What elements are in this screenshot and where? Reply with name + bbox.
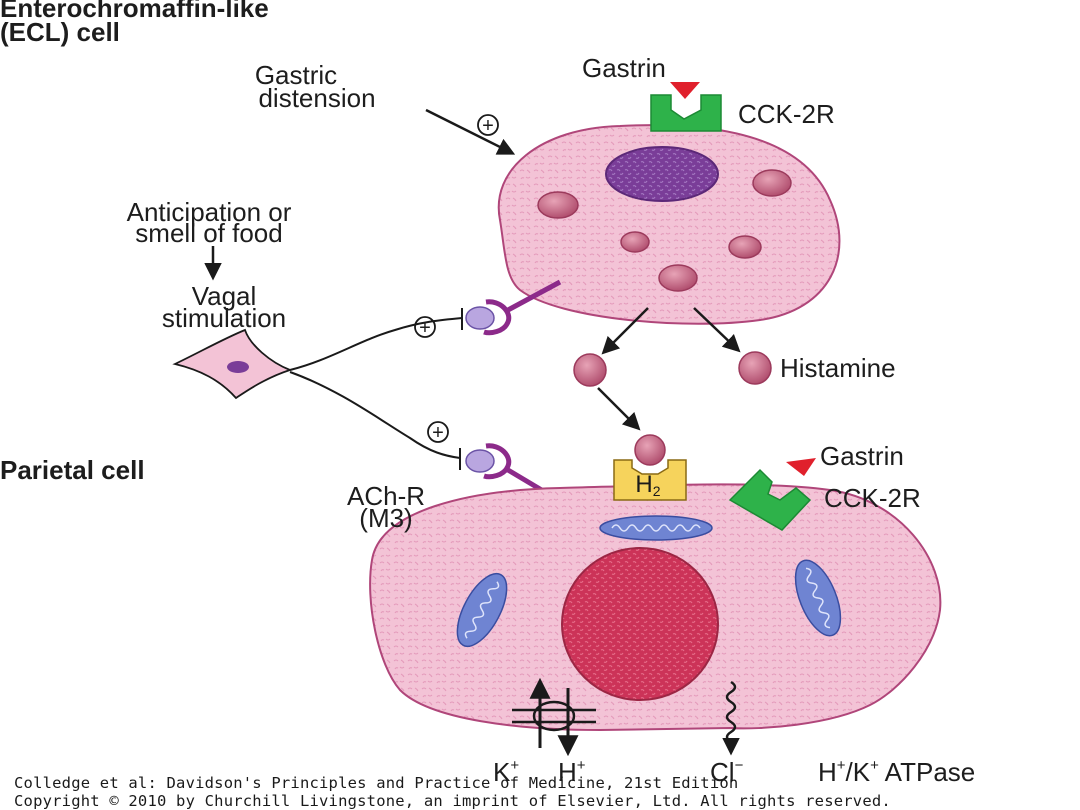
h2-receptor <box>613 459 687 501</box>
mitochondrion-left <box>456 572 508 648</box>
ecl-granule <box>620 231 650 253</box>
histamine-arrow-down <box>597 387 641 431</box>
anticipation-label-line2: smell of food <box>135 218 283 248</box>
mitochondrion-top <box>599 515 713 541</box>
h2-receptor-label: H2 <box>635 471 661 499</box>
gastrin-triangle-top <box>670 82 700 99</box>
histamine-molecule <box>573 353 607 387</box>
cck2r-receptor-bottom <box>728 468 812 531</box>
parietal-nucleus <box>561 547 719 701</box>
anticipation-label-line1: Anticipation or <box>126 197 292 227</box>
ecl-granule <box>728 235 762 259</box>
plus-circle-vagal-parietal <box>427 421 449 443</box>
vagal-neuron-nucleus <box>227 361 249 373</box>
synaptic-vesicle-upper <box>465 306 495 330</box>
ach-r-receptor <box>483 443 512 480</box>
gastrin-label-bottom: Gastrin <box>820 441 904 471</box>
cck2r-label-top: CCK-2R <box>738 99 835 129</box>
histamine-label: Histamine <box>780 353 896 383</box>
ecl-granule <box>658 264 698 292</box>
ecl-granule <box>752 169 792 197</box>
histamine-arrow-right <box>693 307 741 353</box>
vagal-label-line1: Vagal <box>191 281 257 311</box>
vagal-axon-lower <box>289 371 461 459</box>
chloride-channel <box>722 680 740 756</box>
histamine-molecule <box>738 351 772 385</box>
atpase-label: H+/K+ ATPase <box>818 757 976 787</box>
ecl-cell-title-line1: Enterochromaffin-like <box>0 0 269 23</box>
plus-symbol: + <box>432 422 444 444</box>
credit-line-1: Colledge et al: Davidson's Principles an… <box>14 774 739 792</box>
mitochondrion-right <box>794 559 842 637</box>
cl-ion-label: Cl− <box>710 757 744 787</box>
vagal-label-line2: stimulation <box>161 303 287 333</box>
ecl-granule <box>537 191 579 219</box>
ecl-cell-title-line2: (ECL) cell <box>0 17 120 47</box>
gastric-distension-label-line1: Gastric <box>254 60 338 90</box>
plus-circle-distension <box>477 114 499 136</box>
ach-r-label-line1: ACh-R <box>346 481 425 511</box>
plus-symbol: + <box>419 317 431 339</box>
plus-symbol: + <box>482 115 494 137</box>
synaptic-vesicle-lower <box>465 449 495 473</box>
ecl-nucleus <box>605 146 719 202</box>
synapse-receptor-upper <box>483 299 512 336</box>
gastrin-triangle-bottom <box>786 458 816 476</box>
proton-pump <box>512 677 596 757</box>
cck2r-receptor-top <box>650 94 722 132</box>
gastrin-label-top: Gastrin <box>582 53 666 83</box>
ach-r-label-line2: (M3) <box>359 503 413 533</box>
histamine-molecule <box>634 434 666 466</box>
credit-line-2: Copyright © 2010 by Churchill Livingston… <box>14 792 891 810</box>
gastric-distension-label-line2: distension <box>258 83 376 113</box>
vagal-axon-upper <box>289 317 463 371</box>
cck2r-label-bottom: CCK-2R <box>824 483 921 513</box>
h-ion-label: H+ <box>558 757 586 787</box>
histamine-arrow-left <box>601 307 649 355</box>
distension-arrow <box>425 108 516 155</box>
k-ion-label: K+ <box>493 757 520 787</box>
parietal-cell-title: Parietal cell <box>0 455 145 485</box>
